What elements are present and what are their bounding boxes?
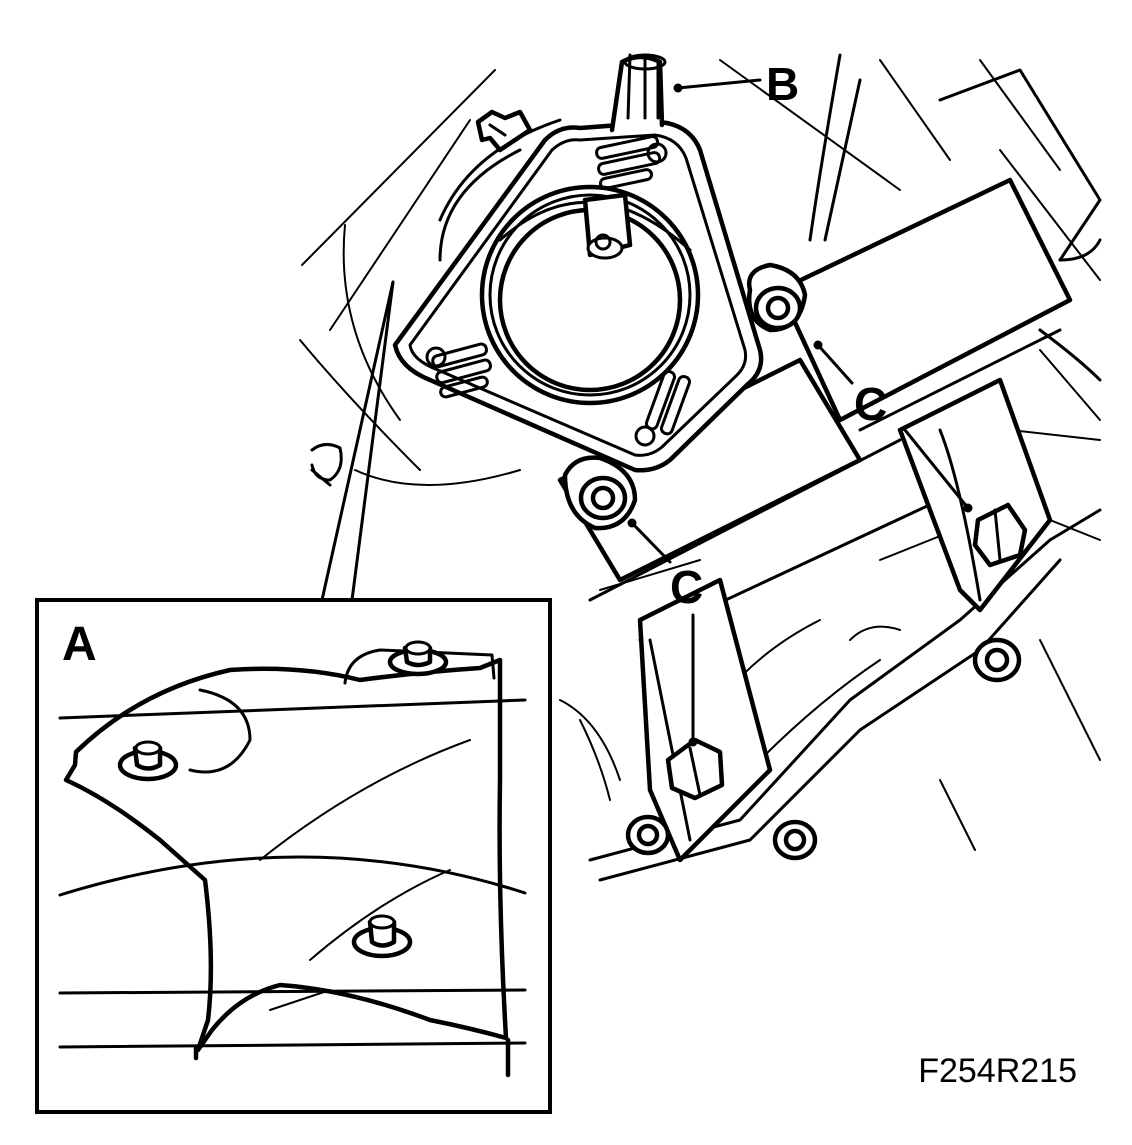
bolt-upper-right <box>746 262 808 333</box>
right-strap <box>897 377 1053 613</box>
inset-bolt-top <box>387 640 449 677</box>
callout-a: A <box>62 618 97 671</box>
sensor-b-body <box>609 53 667 133</box>
inset-a-panel: A <box>35 598 552 1114</box>
stud-left <box>310 443 343 487</box>
flange-slot-right <box>634 370 691 447</box>
flange-slot-left <box>425 342 492 399</box>
bolt-pan-2 <box>625 814 671 856</box>
mount-flange <box>392 119 764 473</box>
bolt-strap-right <box>972 502 1028 568</box>
callout-c-lower: C <box>670 561 703 613</box>
inset-bolt-bottom <box>351 914 413 959</box>
flange-slot-upper <box>595 135 668 190</box>
bolt-lower-flange <box>562 455 638 531</box>
callout-c-upper: C <box>854 378 887 430</box>
inset-bolt-left <box>117 740 179 782</box>
bolt-pan-1 <box>972 637 1022 683</box>
inset-a-leader <box>320 280 395 602</box>
leader-c-upper <box>813 340 973 513</box>
leader-b <box>673 78 762 93</box>
flange-connector <box>475 109 533 153</box>
leader-c-lower <box>627 518 698 747</box>
engine-background-lines <box>299 53 1102 851</box>
callout-b: B <box>766 58 799 110</box>
figure-id: F254R215 <box>918 1052 1077 1090</box>
bolt-pan-3 <box>772 819 818 861</box>
